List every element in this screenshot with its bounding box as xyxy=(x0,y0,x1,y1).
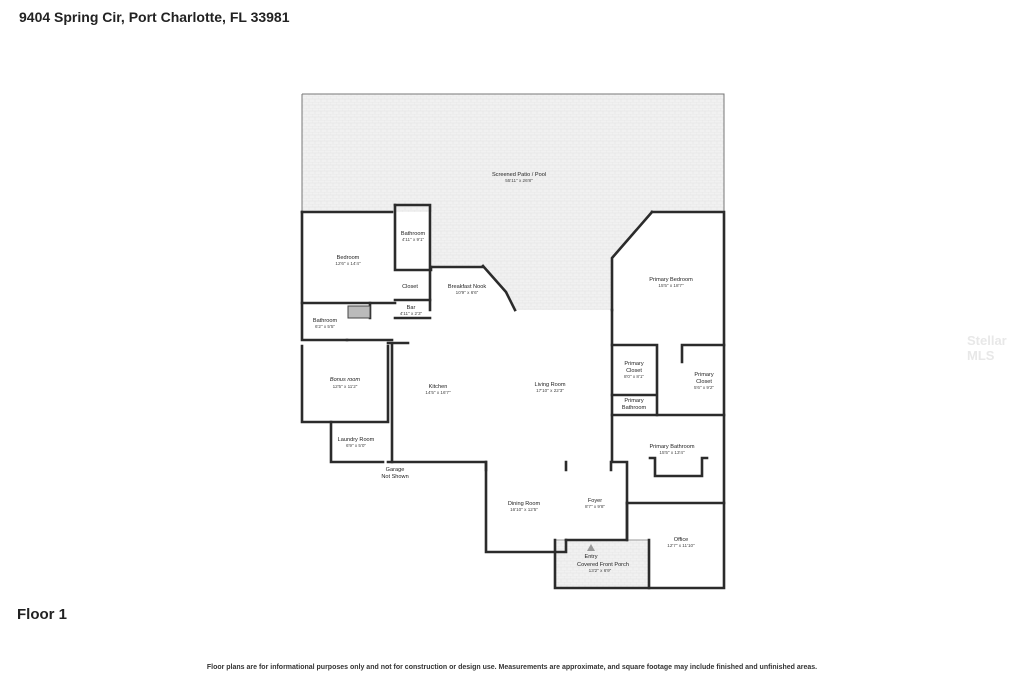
living-room-dims: 17'10" x 22'3" xyxy=(536,388,564,393)
garage-note: Not Shown xyxy=(381,474,408,480)
primary-closet-2-label-1: Primary xyxy=(694,372,713,378)
primary-closet-1-dims: 8'0" x 8'1" xyxy=(624,374,644,379)
property-address: 9404 Spring Cir, Port Charlotte, FL 3398… xyxy=(19,9,290,25)
primary-closet-1-label-2: Closet xyxy=(626,368,642,374)
laundry-name: Laundry Room xyxy=(338,437,375,443)
breakfast-nook-name: Breakfast Nook xyxy=(448,284,486,290)
bathroom-top-name: Bathroom xyxy=(401,231,426,237)
primary-bath-small-label-2: Bathroom xyxy=(622,405,647,411)
primary-bedroom-dims: 15'5" x 18'7" xyxy=(658,283,684,288)
bar-dims: 4'11" x 2'3" xyxy=(400,311,423,316)
primary-bedroom-name: Primary Bedroom xyxy=(649,277,693,283)
primary-bathroom-dims: 15'5" x 13'4" xyxy=(659,450,685,455)
kitchen-name: Kitchen xyxy=(429,384,448,390)
bathroom-top-dims: 4'11" x 9'1" xyxy=(402,237,425,242)
entry-dims: 13'2" x 6'9" xyxy=(589,568,612,573)
entry-porch: Covered Front Porch xyxy=(577,562,629,568)
bonus-room-name: Bonus room xyxy=(330,377,360,383)
bathroom-left-dims: 6'2" x 5'5" xyxy=(315,324,335,329)
garage-name: Garage xyxy=(386,467,405,473)
patio-floor xyxy=(302,94,724,310)
closet-name: Closet xyxy=(402,284,418,290)
bathroom-left-name: Bathroom xyxy=(313,318,338,324)
dining-room-dims: 16'10" x 12'5" xyxy=(510,507,538,512)
entry-name: Entry xyxy=(584,554,597,560)
office-dims: 12'7" x 11'10" xyxy=(667,543,695,548)
disclaimer: Floor plans are for informational purpos… xyxy=(206,664,818,671)
primary-bath-small-label-1: Primary xyxy=(624,398,643,404)
bonus-room-dims: 12'5" x 11'2" xyxy=(333,384,358,389)
primary-closet-1-label-1: Primary xyxy=(624,361,643,367)
primary-closet-2-label-2: Closet xyxy=(696,379,712,385)
primary-bathroom-name: Primary Bathroom xyxy=(649,444,694,450)
office-name: Office xyxy=(674,537,689,543)
patio-name: Screened Patio / Pool xyxy=(492,172,546,178)
primary-closet-2-dims: 5'6" x 9'2" xyxy=(694,385,714,390)
floor-label: Floor 1 xyxy=(17,606,68,623)
breakfast-nook-dims: 10'9" x 6'6" xyxy=(456,290,479,295)
patio-screen xyxy=(301,93,725,212)
bar-name: Bar xyxy=(407,305,416,311)
room-labels: Screened Patio / Pool 55'11" x 26'8" Bat… xyxy=(313,172,715,573)
laundry-dims: 6'9" x 5'0" xyxy=(346,443,366,448)
foyer-name: Foyer xyxy=(588,498,602,504)
bedroom-name: Bedroom xyxy=(337,255,360,261)
kitchen-dims: 14'5" x 16'7" xyxy=(425,390,451,395)
bar-counter xyxy=(347,305,371,319)
dining-room-name: Dining Room xyxy=(508,501,541,507)
patio-dims: 55'11" x 26'8" xyxy=(505,178,533,183)
watermark: Stellar MLS xyxy=(967,333,1007,363)
foyer-dims: 8'7" x 9'8" xyxy=(585,504,605,509)
bedroom-dims: 12'6" x 14'4" xyxy=(335,261,361,266)
living-room-name: Living Room xyxy=(534,382,565,388)
entry-arrow-icon xyxy=(587,544,595,551)
